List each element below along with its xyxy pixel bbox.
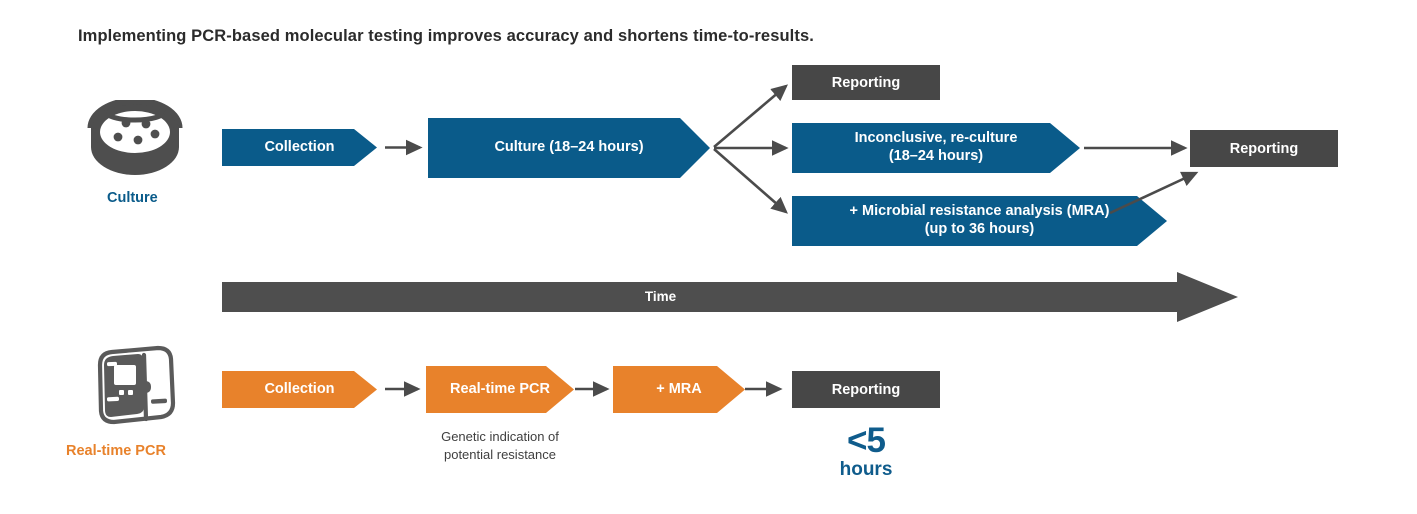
petri-dish-icon <box>85 100 185 178</box>
pcr-collection-step[interactable]: Collection <box>222 371 377 408</box>
culture-reporting-top[interactable]: Reporting <box>792 65 940 100</box>
culture-collection-step[interactable]: Collection <box>222 129 377 166</box>
culture-reporting-final[interactable]: Reporting <box>1190 130 1338 167</box>
pcr-callout-unit: hours <box>839 459 893 480</box>
culture-mra-line2: (up to 36 hours) <box>924 221 1035 237</box>
culture-incubation-step[interactable]: Culture (18–24 hours) <box>428 118 710 178</box>
culture-collection-label: Collection <box>264 138 335 155</box>
pcr-reporting-label: Reporting <box>831 381 901 398</box>
culture-mra-line1: + Microbial resistance analysis (MRA) <box>849 203 1110 220</box>
time-axis-label: Time <box>644 289 677 304</box>
culture-incubation-label: Culture (18–24 hours) <box>494 139 644 156</box>
culture-mra-step[interactable]: + Microbial resistance analysis (MRA) (u… <box>792 196 1167 246</box>
pcr-caption-line2: potential resistance <box>443 446 556 462</box>
pcr-genetic-caption: Genetic indication of potential resistan… <box>410 428 590 463</box>
culture-inconclusive-line1: Inconclusive, re-culture <box>854 130 1018 147</box>
pcr-track-label: Real-time PCR <box>66 443 166 459</box>
culture-reporting-final-label: Reporting <box>1229 140 1299 157</box>
pcr-caption-line1: Genetic indication of <box>441 429 559 444</box>
pcr-collection-label: Collection <box>264 380 335 397</box>
pcr-realtime-label: Real-time PCR <box>450 380 550 397</box>
pcr-mra-step[interactable]: + MRA <box>613 366 745 413</box>
time-axis-arrow <box>222 272 1238 322</box>
culture-inconclusive-line2: (18–24 hours) <box>888 148 984 164</box>
culture-inconclusive-step[interactable]: Inconclusive, re-culture (18–24 hours) <box>792 123 1080 173</box>
pcr-time-callout: <5 hours <box>792 423 940 479</box>
pcr-realtime-step[interactable]: Real-time PCR <box>426 366 574 413</box>
pcr-callout-number: <5 <box>847 421 886 460</box>
culture-track-label: Culture <box>107 190 158 206</box>
pcr-reporting-step[interactable]: Reporting <box>792 371 940 408</box>
page-title: Implementing PCR-based molecular testing… <box>78 27 814 45</box>
pcr-mra-label: + MRA <box>656 380 702 397</box>
pcr-instrument-icon <box>88 345 184 429</box>
culture-reporting-top-label: Reporting <box>831 74 901 91</box>
